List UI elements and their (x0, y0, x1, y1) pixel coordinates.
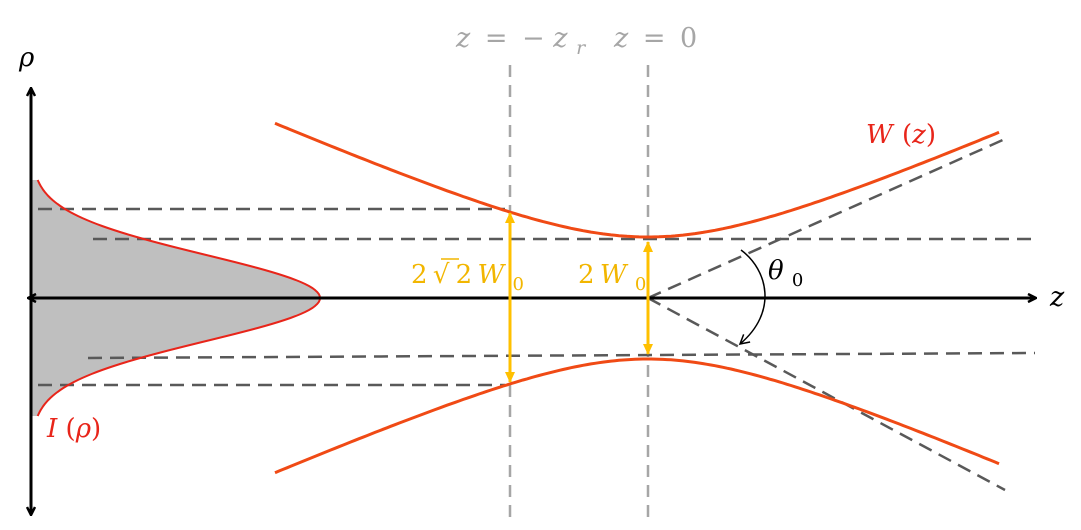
label-rho-axis: ρ (18, 43, 35, 73)
theta-arc (738, 249, 766, 345)
svg-text:2 √ 2 W: 2 √ 2 W 0 (411, 260, 524, 295)
label-w-of-z: W (z) (866, 120, 936, 150)
label-z-zero: z = 0 (613, 23, 697, 54)
asymptote-lower (647, 296, 1006, 492)
label-theta-0: θ 0 (768, 256, 803, 291)
beam-envelope-upper (274, 121, 1000, 239)
guide-lower-w0 (87, 351, 1036, 360)
asymptote-upper (647, 137, 1006, 300)
label-2w0: 2 W 0 (578, 260, 646, 295)
beam-envelope-lower (274, 357, 1000, 475)
label-z-axis: z (1049, 282, 1065, 313)
label-2sqrt2w0: 2 √ 2 W 0 (411, 258, 524, 295)
label-z-neg-zr: z = − z r (455, 23, 587, 59)
label-i-of-rho: I (ρ) (46, 414, 101, 444)
